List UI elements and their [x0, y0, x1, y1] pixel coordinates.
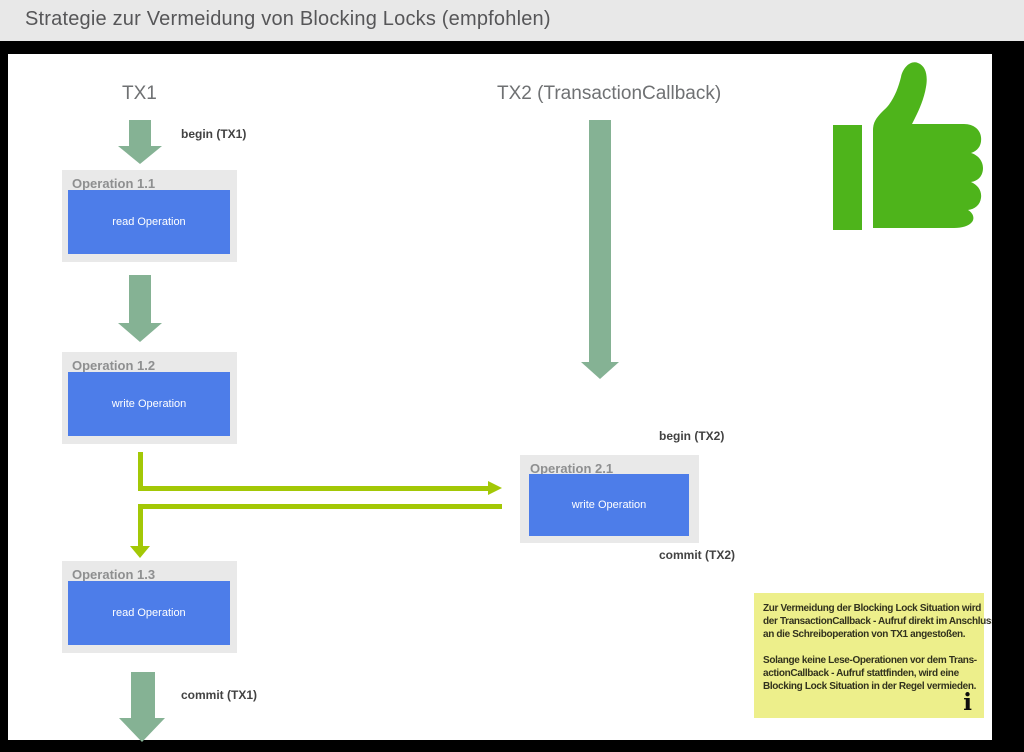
operation-1-1-action-box: read Operation: [68, 190, 230, 254]
thumbs-up-icon: [833, 62, 983, 230]
tx2-callback-arrow: [589, 120, 611, 362]
op11-to-op12-arrowhead-icon: [118, 323, 162, 342]
frame-right-band: [992, 41, 1024, 752]
lane-title-tx1: TX1: [122, 83, 157, 104]
operation-1-3-action-box: read Operation: [68, 581, 230, 645]
begin-tx1-arrow: [129, 120, 151, 146]
lane-title-tx2: TX2 (TransactionCallback): [497, 83, 722, 104]
operation-1-3-title: Operation 1.3: [72, 567, 156, 582]
connector-to-op21-arrowhead-icon: [488, 481, 502, 495]
connector-from-op21: [143, 504, 502, 509]
begin-tx1-arrowhead-icon: [118, 146, 162, 164]
operation-1-2-box: Operation 1.2 write Operation: [62, 352, 237, 444]
commit-tx1-label: commit (TX1): [181, 688, 258, 702]
op11-to-op12-arrow: [129, 275, 151, 323]
operation-2-1-action-box: write Operation: [529, 474, 689, 536]
title-bar: Strategie zur Vermeidung von Blocking Lo…: [0, 0, 1024, 41]
note-line: der TransactionCallback - Aufruf direkt …: [763, 616, 997, 627]
operation-1-2-action-box: write Operation: [68, 372, 230, 436]
begin-tx1-label: begin (TX1): [181, 127, 247, 141]
note-line: an die Schreiboperation von TX1 angestoß…: [763, 629, 966, 640]
note-line: actionCallback - Aufruf stattfinden, wir…: [763, 668, 959, 679]
info-icon: i: [963, 689, 972, 716]
note-line: Blocking Lock Situation in der Regel ver…: [763, 681, 977, 692]
operation-1-3-box: Operation 1.3 read Operation: [62, 561, 237, 653]
operation-1-3-action-label: read Operation: [112, 607, 186, 619]
operation-2-1-action-label: write Operation: [571, 499, 647, 511]
connector-to-op13-arrowhead-icon: [130, 546, 150, 558]
tx2-callback-arrowhead-icon: [581, 362, 619, 379]
frame-left-band: [0, 41, 8, 752]
commit-tx1-arrowhead-icon: [119, 718, 165, 742]
frame-bottom-band: [0, 740, 1024, 752]
operation-1-1-title: Operation 1.1: [72, 176, 156, 191]
operation-1-1-box: Operation 1.1 read Operation: [62, 170, 237, 262]
connector-to-op21: [138, 486, 488, 491]
connector-to-op13-down: [138, 504, 143, 546]
note-paragraph-gap: [763, 641, 976, 654]
connector-op12-down: [138, 452, 143, 488]
operation-2-1-box: Operation 2.1 write Operation: [520, 455, 699, 543]
begin-tx2-label: begin (TX2): [659, 429, 725, 443]
commit-tx2-label: commit (TX2): [659, 548, 736, 562]
page-title: Strategie zur Vermeidung von Blocking Lo…: [25, 8, 551, 30]
frame-top-band: [0, 41, 1024, 54]
operation-1-2-action-label: write Operation: [111, 398, 187, 410]
operation-1-2-title: Operation 1.2: [72, 358, 156, 373]
operation-1-1-action-label: read Operation: [112, 216, 186, 228]
commit-tx1-arrow: [131, 672, 155, 718]
note-line: Zur Vermeidung der Blocking Lock Situati…: [763, 603, 982, 614]
note-line: Solange keine Lese-Operationen vor dem T…: [763, 655, 977, 666]
note-box: Zur Vermeidung der Blocking Lock Situati…: [754, 593, 997, 718]
operation-2-1-title: Operation 2.1: [530, 461, 614, 476]
